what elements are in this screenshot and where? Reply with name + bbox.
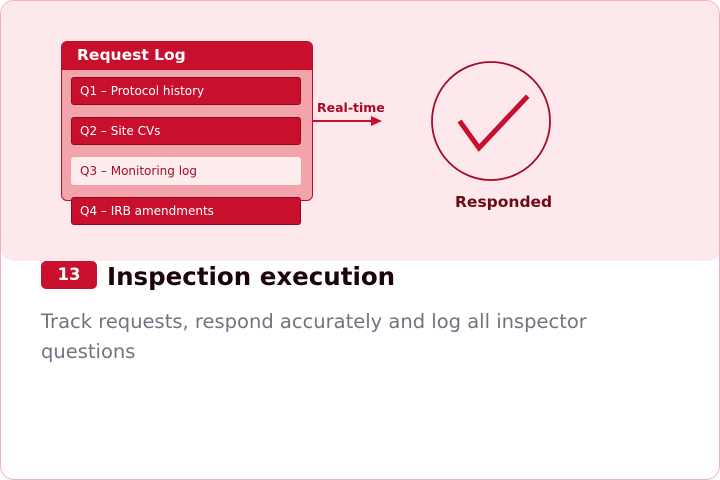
check-icon [431,61,551,181]
request-log-header: Request Log [62,42,312,70]
arrow-label: Real-time [317,100,385,115]
step-description: Track requests, respond accurately and l… [41,310,587,363]
log-item-q2: Q2 – Site CVs [71,117,301,145]
log-item-q3: Q3 – Monitoring log [71,157,301,185]
illustration-panel: Request Log Q1 – Protocol history Q2 – S… [1,1,719,263]
log-item-q1: Q1 – Protocol history [71,77,301,105]
status-label: Responded [455,193,553,211]
step-number-badge: 13 [41,261,97,289]
log-item-q4: Q4 – IRB amendments [71,197,301,225]
step-title: Inspection execution [107,262,396,291]
right-arrow-icon [313,116,382,126]
request-log-title: Request Log [77,46,186,64]
